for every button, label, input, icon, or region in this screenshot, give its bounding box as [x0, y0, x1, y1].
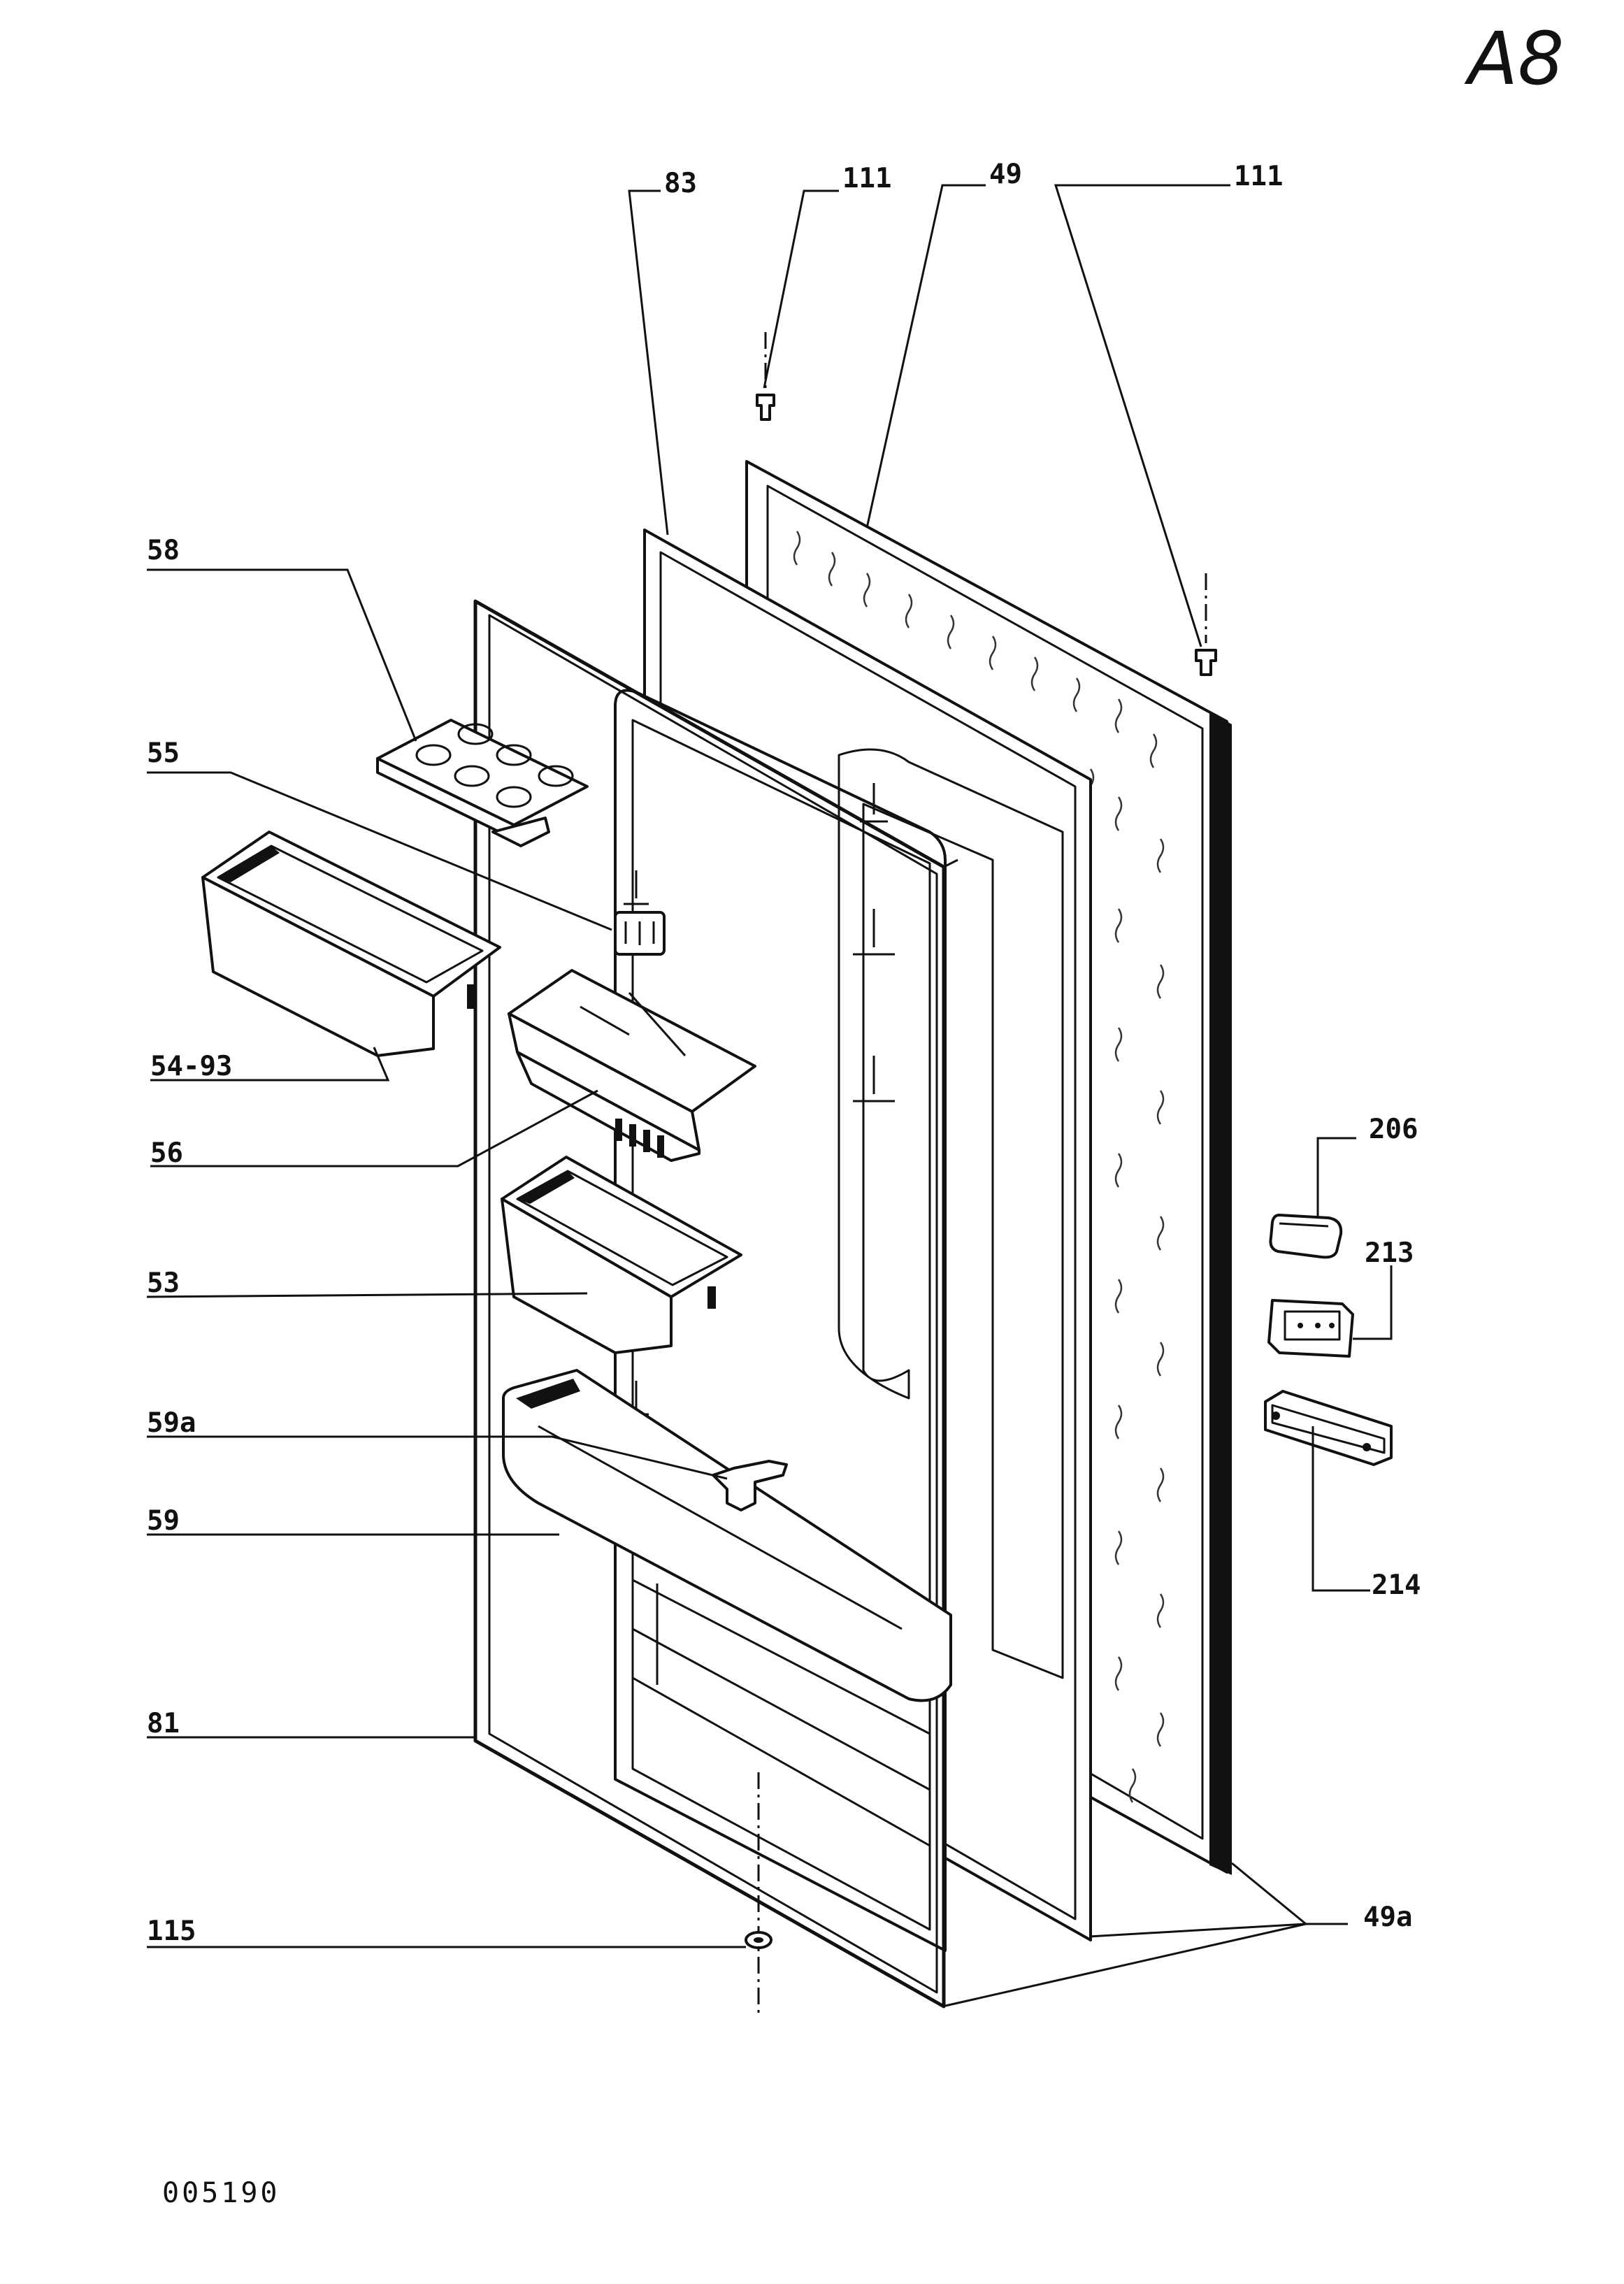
dairy-compartment-56 — [508, 969, 756, 1162]
screw-111-top — [756, 332, 775, 421]
sheet-id: A8 — [1464, 16, 1564, 101]
callout-55: 55 — [147, 738, 180, 769]
callout-83: 83 — [664, 168, 697, 199]
drawing-number: 005190 — [162, 2177, 280, 2209]
callout-213: 213 — [1365, 1237, 1414, 1269]
callout-56: 56 — [150, 1137, 183, 1169]
shelf-clip-59a — [712, 1460, 788, 1511]
handle-plate-214 — [1264, 1390, 1393, 1466]
callout-54-93: 54-93 — [150, 1051, 232, 1082]
callout-labels: 83 111 49 111 58 55 54-93 56 53 59a 59 8… — [147, 159, 1421, 1947]
screw-111-right — [1195, 573, 1217, 676]
callout-49a: 49a — [1363, 1902, 1412, 1933]
leader-lines — [146, 184, 1393, 2008]
callout-111-right: 111 — [1234, 161, 1283, 192]
callout-59a: 59a — [147, 1407, 196, 1439]
callout-58: 58 — [147, 535, 180, 566]
egg-tray-58 — [376, 719, 589, 847]
callout-59: 59 — [147, 1505, 180, 1537]
door-tray-54-93 — [201, 831, 501, 1057]
handle-cap-206 — [1269, 1214, 1343, 1259]
door-tray-53 — [501, 1156, 742, 1354]
callout-81: 81 — [147, 1708, 180, 1739]
callout-53: 53 — [147, 1267, 180, 1299]
fitting-55 — [614, 911, 666, 956]
callout-206: 206 — [1369, 1114, 1418, 1145]
callout-49: 49 — [989, 159, 1022, 190]
callout-214: 214 — [1372, 1570, 1421, 1601]
washer-115 — [745, 1772, 773, 2017]
handle-body-213 — [1267, 1299, 1354, 1358]
callout-111-top: 111 — [842, 163, 891, 194]
callout-115: 115 — [147, 1916, 196, 1947]
